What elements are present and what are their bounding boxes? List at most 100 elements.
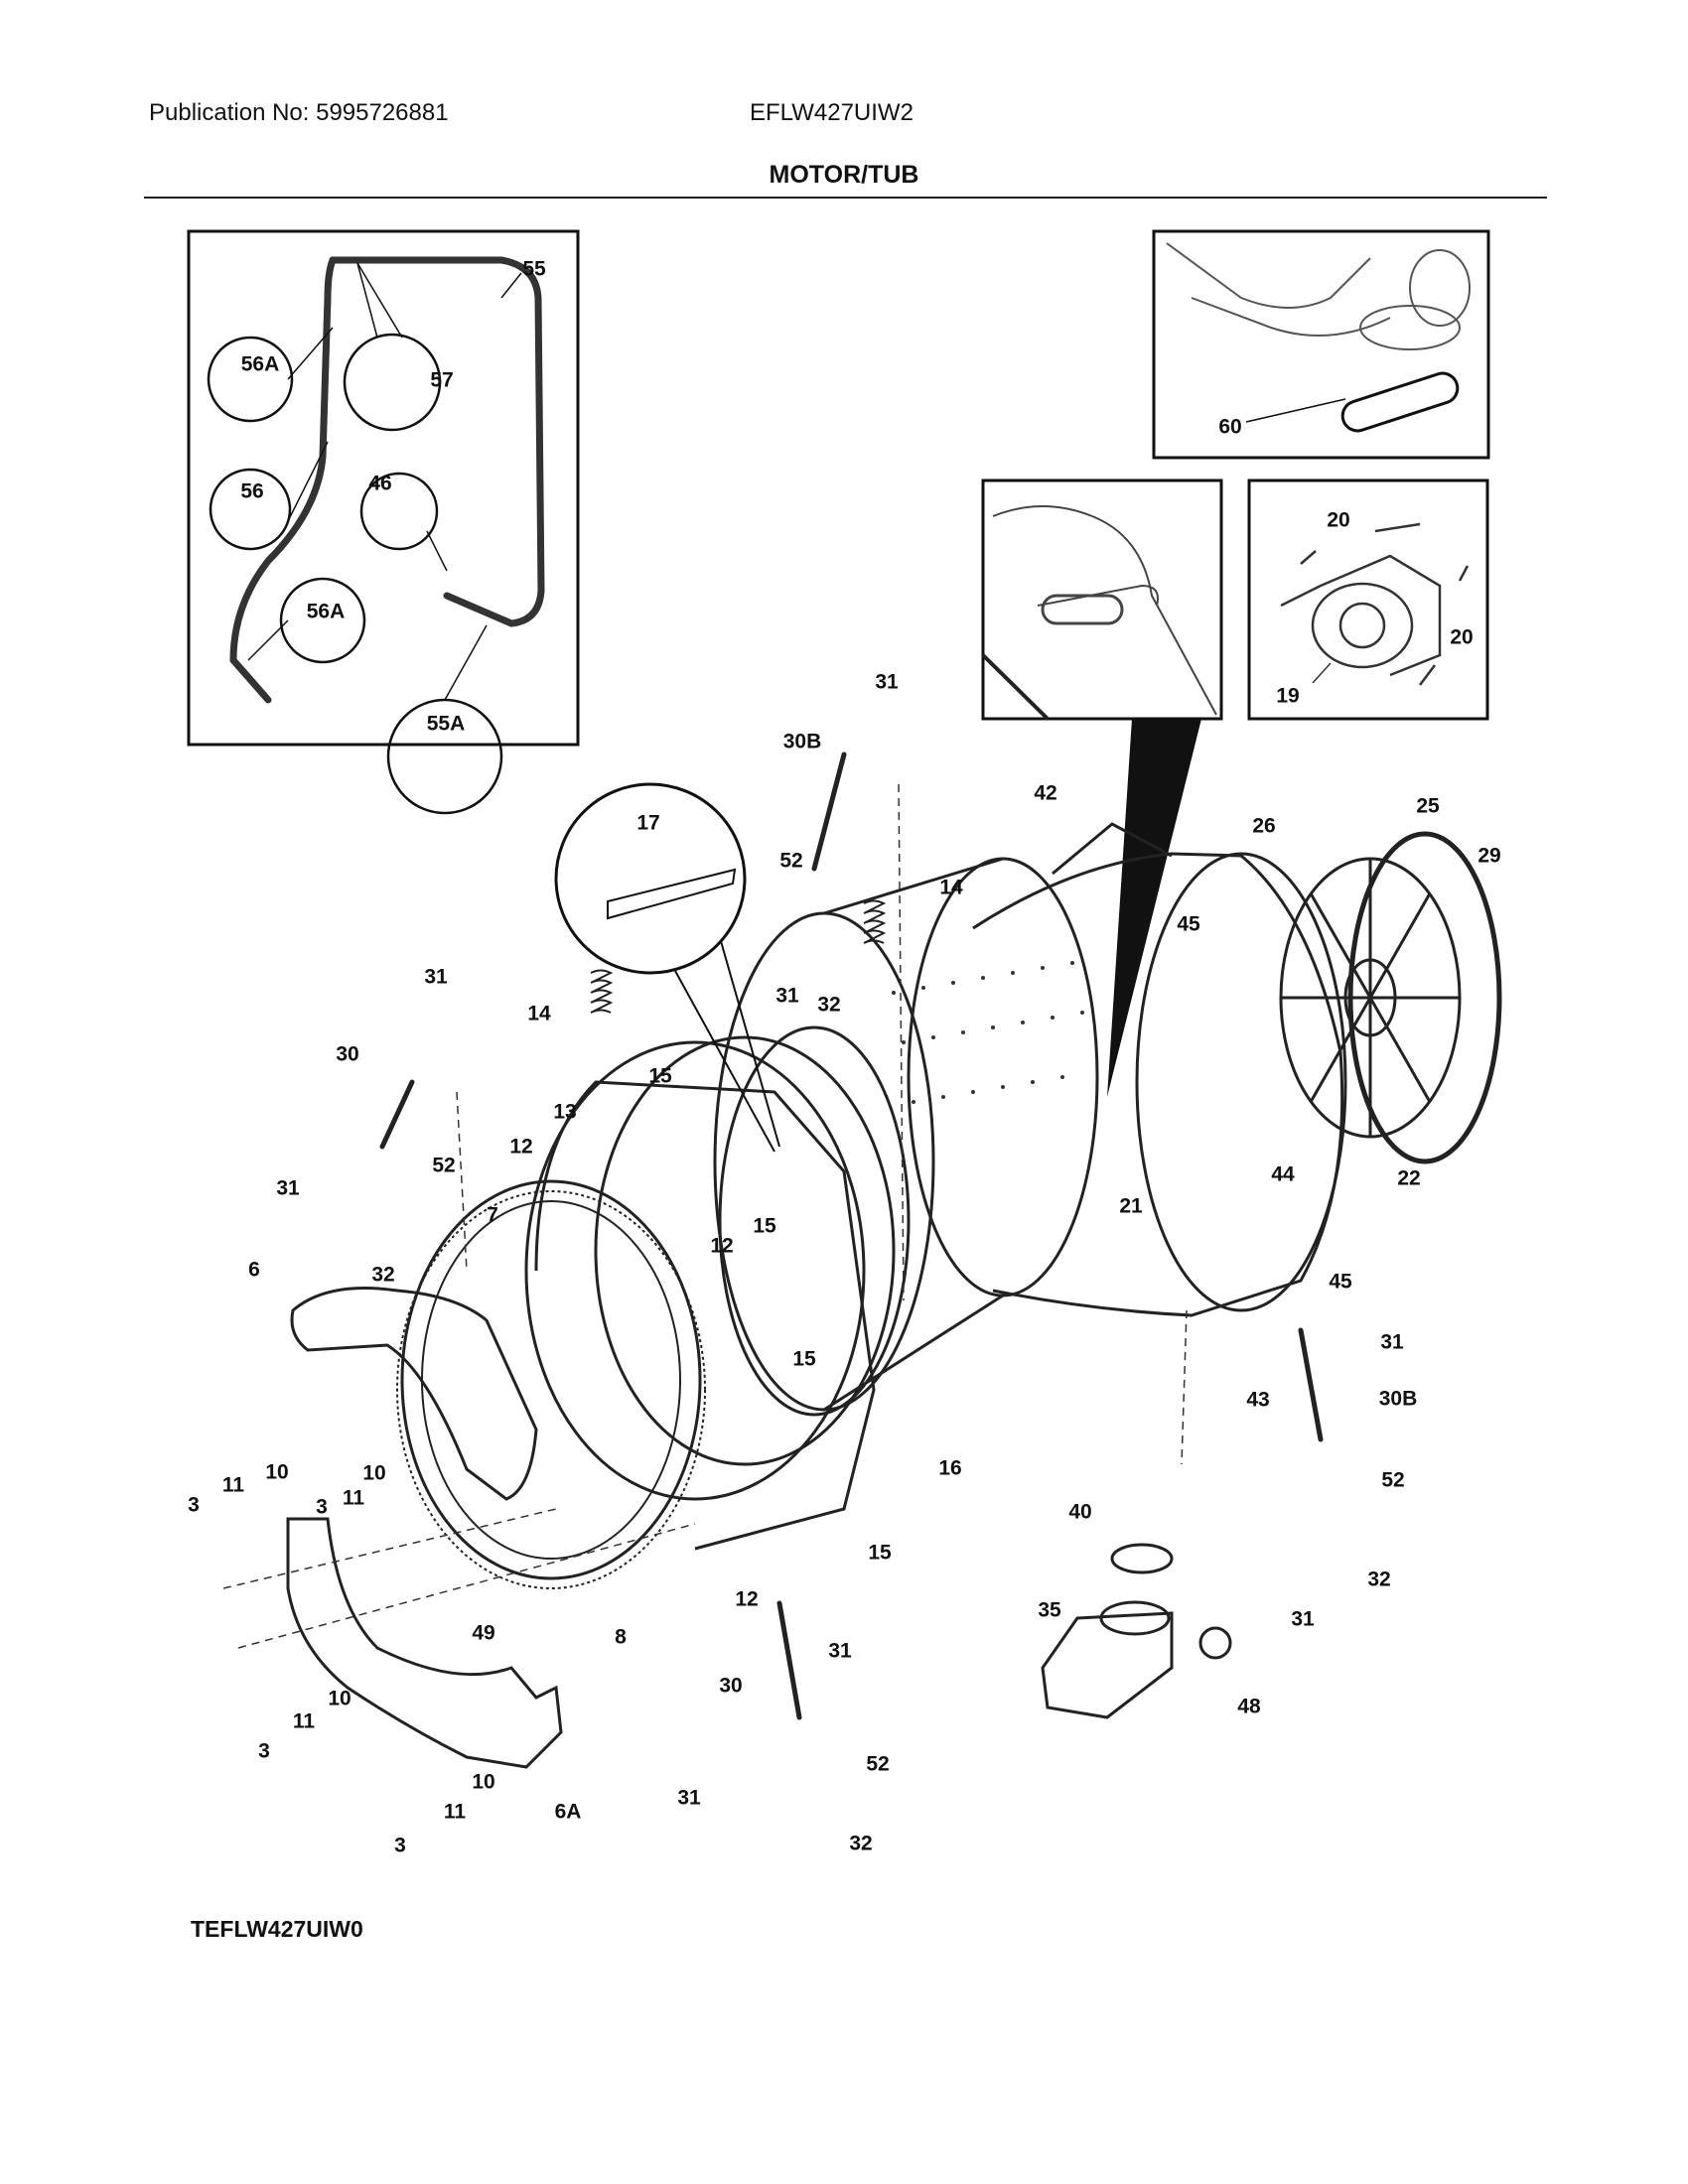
- callout-20-right: 20: [1450, 626, 1473, 649]
- callout-30b-b: 30B: [1379, 1388, 1418, 1411]
- callout-52-c: 52: [1381, 1469, 1404, 1492]
- header-divider: [144, 197, 1547, 199]
- inset-boxes: [187, 229, 1490, 747]
- callout-8: 8: [615, 1626, 627, 1649]
- callout-40: 40: [1068, 1501, 1091, 1524]
- pulley-and-belt: [1279, 831, 1502, 1164]
- callout-13: 13: [553, 1101, 576, 1124]
- hose-inset-box: [187, 229, 580, 747]
- callout-31-b: 31: [775, 985, 799, 1008]
- callout-56: 56: [240, 480, 263, 503]
- callout-19: 19: [1276, 685, 1299, 708]
- callout-15-a: 15: [648, 1065, 672, 1088]
- tub-rear-half: [972, 822, 1347, 1317]
- callout-15-c: 15: [792, 1348, 816, 1371]
- callout-55a: 55A: [427, 713, 466, 736]
- callout-20-top: 20: [1327, 509, 1349, 532]
- section-title: MOTOR/TUB: [769, 161, 919, 189]
- callout-12-a: 12: [509, 1136, 532, 1159]
- magnifier-bubble: [554, 782, 780, 1153]
- callout-11-b: 11: [343, 1487, 365, 1510]
- detail-inset-box: [981, 478, 1223, 721]
- callout-6a: 6A: [555, 1801, 582, 1824]
- callout-15-b: 15: [753, 1215, 776, 1238]
- callout-32-d: 32: [849, 1833, 872, 1855]
- callout-30-b: 30: [719, 1675, 742, 1698]
- callout-31-g: 31: [828, 1640, 852, 1663]
- callout-60: 60: [1218, 416, 1241, 439]
- callout-6: 6: [248, 1259, 260, 1282]
- drain-hose-drawing: [229, 256, 545, 704]
- callout-26: 26: [1252, 815, 1275, 838]
- callout-3-b: 3: [316, 1496, 328, 1519]
- callout-55: 55: [522, 258, 546, 281]
- callout-12-b: 12: [710, 1235, 733, 1258]
- callout-32-a: 32: [817, 994, 840, 1017]
- callout-29: 29: [1477, 845, 1500, 868]
- callout-44: 44: [1271, 1163, 1295, 1186]
- detail-inset-drawing: [981, 505, 1217, 721]
- callout-42: 42: [1034, 782, 1056, 805]
- callout-10-a: 10: [265, 1461, 288, 1484]
- callout-52-b: 52: [432, 1155, 455, 1177]
- door-seal: [396, 1179, 706, 1589]
- springs: [590, 899, 887, 1014]
- callout-30b-a: 30B: [783, 731, 822, 753]
- callout-3-c: 3: [258, 1740, 270, 1763]
- pulley-inset-box: [1152, 229, 1490, 460]
- callout-21: 21: [1119, 1195, 1143, 1218]
- model-number: EFLW427UIW2: [750, 99, 914, 126]
- callout-43: 43: [1246, 1389, 1269, 1412]
- callout-56a-bottom: 56A: [307, 601, 346, 623]
- hose-leader-lines: [247, 262, 522, 701]
- callout-10-b: 10: [362, 1462, 385, 1485]
- callout-31-e: 31: [1380, 1331, 1404, 1354]
- callout-17: 17: [636, 812, 659, 835]
- callout-31-h: 31: [677, 1787, 701, 1810]
- pulley-inset-drawing: [1166, 242, 1471, 433]
- callout-48: 48: [1237, 1696, 1261, 1718]
- callout-45-a: 45: [1177, 913, 1200, 936]
- callout-22: 22: [1397, 1167, 1420, 1190]
- callout-10-c: 10: [328, 1688, 351, 1710]
- callout-32-b: 32: [371, 1264, 394, 1287]
- tub-front-half: [524, 1025, 911, 1551]
- callout-7: 7: [487, 1204, 498, 1227]
- callout-31-f: 31: [1291, 1608, 1315, 1631]
- motor-inset-box: [1247, 478, 1489, 721]
- callout-57: 57: [430, 369, 453, 392]
- callout-3-d: 3: [394, 1835, 406, 1857]
- callout-35: 35: [1038, 1599, 1061, 1622]
- callout-11-c: 11: [293, 1710, 316, 1733]
- callout-46: 46: [368, 473, 391, 495]
- counterweights: [286, 1287, 563, 1769]
- callout-3-a: 3: [188, 1494, 200, 1517]
- drain-pump: [1041, 1543, 1232, 1719]
- shock-absorbers: [379, 751, 1324, 1720]
- callout-31-d: 31: [276, 1177, 300, 1200]
- diagram-code: TEFLW427UIW0: [191, 1916, 363, 1942]
- callout-30-a: 30: [336, 1043, 358, 1066]
- hose-clamp-circles: [207, 333, 503, 815]
- callout-32-c: 32: [1367, 1569, 1390, 1591]
- callout-49: 49: [472, 1622, 494, 1645]
- detail-pointer-wedge: [1107, 719, 1201, 1097]
- callout-52-d: 52: [866, 1753, 889, 1776]
- dashed-alignment-lines: [222, 783, 1188, 1649]
- callout-16: 16: [938, 1457, 961, 1480]
- callout-45-b: 45: [1329, 1271, 1352, 1294]
- callout-31-c: 31: [424, 966, 448, 989]
- callout-52-a: 52: [779, 850, 802, 873]
- publication-number: Publication No: 5995726881: [149, 99, 449, 126]
- callout-10-d: 10: [472, 1771, 494, 1794]
- callout-31-a: 31: [875, 671, 899, 694]
- inner-drum: [713, 857, 1099, 1412]
- callout-11-d: 11: [444, 1801, 467, 1824]
- callout-14-b: 14: [527, 1003, 551, 1025]
- callout-14-a: 14: [939, 877, 963, 899]
- drum-perforations: [892, 961, 1084, 1104]
- callout-25: 25: [1416, 795, 1440, 818]
- motor-inset-drawing: [1280, 522, 1470, 686]
- callout-56a-top: 56A: [241, 353, 280, 376]
